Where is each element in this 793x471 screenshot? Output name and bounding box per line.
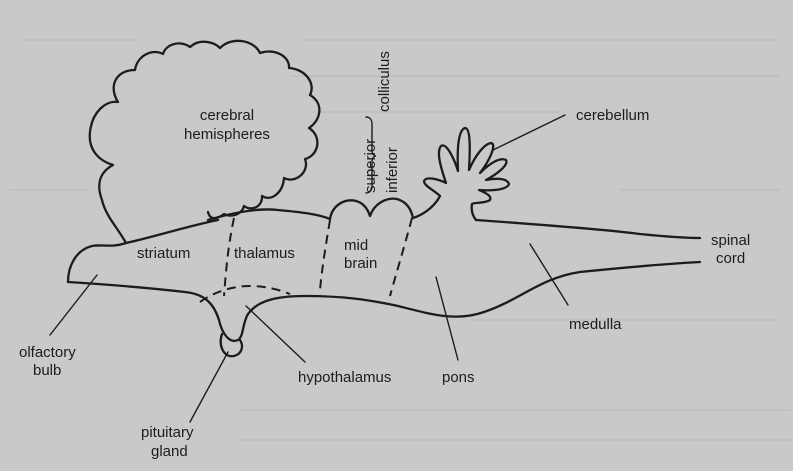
thalamus-top xyxy=(206,208,332,222)
label-cerebral: cerebral xyxy=(200,107,254,124)
thalamus-midbrain-divider xyxy=(319,219,331,291)
striatum-thalamus-divider xyxy=(223,217,235,297)
label-hypothalamus: hypothalamus xyxy=(298,369,391,386)
cerebellum-outline xyxy=(411,126,511,222)
upper-contour xyxy=(66,241,128,284)
hypothalamus-divider xyxy=(199,284,291,303)
bump-edge xyxy=(124,218,220,245)
label-cerebellum: cerebellum xyxy=(576,107,649,124)
olfactory-leader xyxy=(49,274,98,336)
dorsal-cord xyxy=(474,218,702,240)
midbrain-pons-divider xyxy=(389,217,413,297)
label-spinal: spinal xyxy=(711,232,750,249)
label-olfactory: olfactory xyxy=(19,344,76,361)
label-medulla: medulla xyxy=(569,316,622,333)
background-text-lines xyxy=(10,39,790,441)
colliculus-bumps xyxy=(328,197,415,221)
label-pituitary: pituitary xyxy=(141,424,194,441)
label-mid: mid xyxy=(344,237,368,254)
label-inferior: inferior xyxy=(384,147,401,193)
label-pons: pons xyxy=(442,369,475,386)
label-colliculus: colliculus xyxy=(376,51,393,112)
hypothalamus-leader xyxy=(245,305,306,363)
label-striatum: striatum xyxy=(137,245,190,262)
pituitary-gland-shape xyxy=(219,332,244,358)
cerebral-hemispheres-outline xyxy=(88,39,321,245)
label-thalamus: thalamus xyxy=(234,245,295,262)
label-hemispheres: hemispheres xyxy=(184,126,270,143)
label-gland: gland xyxy=(151,443,188,460)
pons-leader xyxy=(435,276,459,361)
label-brain: brain xyxy=(344,255,377,272)
label-bulb: bulb xyxy=(33,362,61,379)
cerebellum-leader xyxy=(492,114,566,151)
medulla-leader xyxy=(529,243,569,306)
colliculus-brace xyxy=(365,116,377,194)
pituitary-leader xyxy=(189,351,229,423)
label-superior: superior xyxy=(362,139,379,193)
label-cord: cord xyxy=(716,250,745,267)
